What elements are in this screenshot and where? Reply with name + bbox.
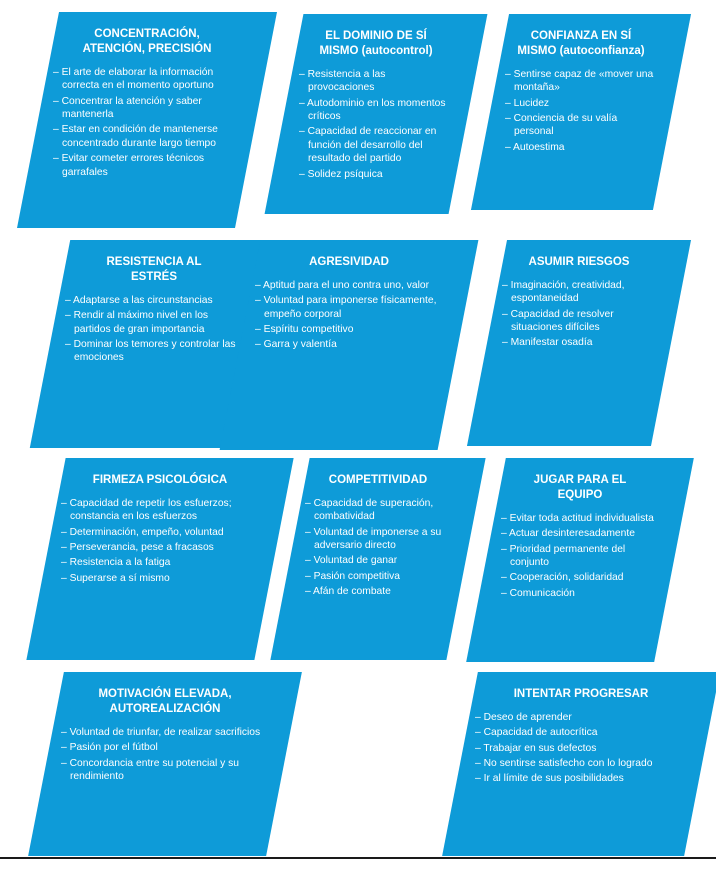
bullet-item: – Capacidad de superación, combatividad xyxy=(305,497,434,523)
bullet-item: – Determinación, empeño, voluntad xyxy=(61,526,224,538)
bullet-item: – Actuar desinteresadamente xyxy=(501,528,635,540)
bullet-item: – Capacidad de autocrítica xyxy=(475,727,598,739)
bullet-item: – Lucidez xyxy=(505,97,550,109)
bullet-item: – Resistencia a las provocaciones xyxy=(299,68,386,94)
card-items: – Capacidad de repetir los esfuerzos; co… xyxy=(46,493,274,585)
bullet-item: – Imaginación, creatividad, espontaneida… xyxy=(502,279,625,305)
bullet-item: – Adaptarse a las circunstancias xyxy=(65,294,213,306)
card-title: CONFIANZA EN SÍ MISMO (autoconfianza) xyxy=(517,30,645,57)
quality-card-competitividad: COMPETITIVIDAD – Capacidad de superación… xyxy=(290,458,466,660)
card-items: – Sentirse capaz de «mover una montaña» –… xyxy=(490,64,672,154)
quality-card-agresividad: AGRESIVIDAD – Aptitud para el uno contra… xyxy=(240,240,458,450)
quality-card-intentar-progresar: INTENTAR PROGRESAR – Deseo de aprender– … xyxy=(460,672,702,856)
bullet-item: – Cooperación, solidaridad xyxy=(501,572,624,584)
bullet-item: – Concentrar la atención y saber mantene… xyxy=(53,95,202,120)
bullet-item: – Concordancia entre su potencial y su r… xyxy=(61,757,240,782)
bullet-item: – El arte de elaborar la información cor… xyxy=(53,66,214,92)
bullet-item: – Deseo de aprender xyxy=(475,711,572,723)
bullet-item: – Afán de combate xyxy=(305,586,391,598)
card-title: AGRESIVIDAD xyxy=(309,256,389,268)
card-items: – Evitar toda actitud individualista – Ac… xyxy=(486,508,674,600)
quality-card-dominio: EL DOMINIO DE SÍ MISMO (autocontrol) – R… xyxy=(284,14,468,214)
bullet-item: – Comunicación xyxy=(501,587,575,599)
card-title: CONCENTRACIÓN, ATENCIÓN, PRECISIÓN xyxy=(82,28,212,55)
bullet-item: – Ir al límite de sus posibilidades xyxy=(475,773,624,785)
card-title: JUGAR PARA EL EQUIPO xyxy=(533,474,627,501)
bullet-item: – Pasión competitiva xyxy=(305,570,401,582)
bullet-item: – Superarse a sí mismo xyxy=(61,572,170,584)
bullet-item: – Manifestar osadía xyxy=(502,337,593,349)
bullet-item: – Conciencia de su valía personal xyxy=(505,113,618,138)
bullet-item: – Resistencia a la fatiga xyxy=(61,557,171,569)
bullet-item: – Estar en condición de mantenerse conce… xyxy=(53,124,218,149)
bullet-item: – Capacidad de repetir los esfuerzos; co… xyxy=(61,497,232,523)
bullet-item: – Voluntad para imponerse físicamente, e… xyxy=(255,295,437,320)
card-items: – Adaptarse a las circunstancias – Rendir… xyxy=(50,290,258,365)
bullet-item: – Autoestima xyxy=(505,141,565,153)
bullet-item: – Capacidad de reaccionar en función del… xyxy=(299,126,437,165)
card-title: ASUMIR RIESGOS xyxy=(528,256,630,268)
bullet-item: – Voluntad de ganar xyxy=(305,555,398,567)
card-title: MOTIVACIÓN ELEVADA, AUTOREALIZACIÓN xyxy=(98,688,232,715)
card-title: EL DOMINIO DE SÍ MISMO (autocontrol) xyxy=(319,30,433,57)
quality-card-motivacion: MOTIVACIÓN ELEVADA, AUTOREALIZACIÓN – Vo… xyxy=(46,672,284,856)
bullet-item: – Sentirse capaz de «mover una montaña» xyxy=(505,68,654,94)
card-items: – El arte de elaborar la información cor… xyxy=(38,62,256,179)
card-items: – Aptitud para el uno contra uno, valor –… xyxy=(240,275,458,352)
bullet-item: – Trabajar en sus defectos xyxy=(475,742,597,754)
quality-card-resistencia-estres: RESISTENCIA AL ESTRÉS – Adaptarse a las … xyxy=(50,240,258,448)
card-items: – Voluntad de triunfar, de realizar sacr… xyxy=(46,722,284,784)
bullet-item: – Garra y valentía xyxy=(255,339,337,351)
bullet-item: – Perseverancia, pese a fracasos xyxy=(61,542,214,554)
quality-card-concentracion: CONCENTRACIÓN, ATENCIÓN, PRECISIÓN – El … xyxy=(38,12,256,228)
bullet-item: – Voluntad de triunfar, de realizar sacr… xyxy=(61,726,261,738)
bullet-item: – Pasión por el fútbol xyxy=(61,742,158,754)
card-items: – Deseo de aprender – Capacidad de autocr… xyxy=(460,707,702,786)
bullet-item: – Rendir al máximo nivel en los partidos… xyxy=(65,310,209,335)
bullet-item: – Prioridad permanente del conjunto xyxy=(501,543,626,568)
quality-card-confianza: CONFIANZA EN SÍ MISMO (autoconfianza) – … xyxy=(490,14,672,210)
bottom-rule xyxy=(0,857,716,859)
bullet-item: – Dominar los temores y controlar las em… xyxy=(65,339,236,364)
card-title: FIRMEZA PSICOLÓGICA xyxy=(92,474,228,486)
card-items: – Imaginación, creatividad, espontaneida… xyxy=(487,275,671,350)
quality-card-asumir-riesgos: ASUMIR RIESGOS – Imaginación, creativida… xyxy=(487,240,671,446)
bullet-item: – Capacidad de resolver situaciones difí… xyxy=(502,308,614,334)
card-title: RESISTENCIA AL ESTRÉS xyxy=(106,256,202,283)
card-items: – Resistencia a las provocaciones – Autod… xyxy=(284,64,468,181)
bullet-item: – Evitar toda actitud individualista xyxy=(501,512,654,524)
quality-card-firmeza: FIRMEZA PSICOLÓGICA – Capacidad de repet… xyxy=(46,458,274,660)
bullet-item: – No sentirse satisfecho con lo logrado xyxy=(475,758,653,770)
bullet-item: – Espíritu competitivo xyxy=(255,324,354,336)
card-title: COMPETITIVIDAD xyxy=(328,474,428,486)
card-title: INTENTAR PROGRESAR xyxy=(513,688,649,700)
bullet-item: – Aptitud para el uno contra uno, valor xyxy=(255,279,430,291)
bullet-item: – Evitar cometer errores técnicos garraf… xyxy=(53,153,205,178)
bullet-item: – Voluntad de imponerse a su adversario … xyxy=(305,526,442,552)
quality-card-jugar-equipo: JUGAR PARA EL EQUIPO – Evitar toda actit… xyxy=(486,458,674,662)
card-items: – Capacidad de superación, combatividad –… xyxy=(290,493,466,599)
bullet-item: – Autodominio en los momentos críticos xyxy=(299,97,446,122)
bullet-item: – Solidez psíquica xyxy=(299,168,383,180)
